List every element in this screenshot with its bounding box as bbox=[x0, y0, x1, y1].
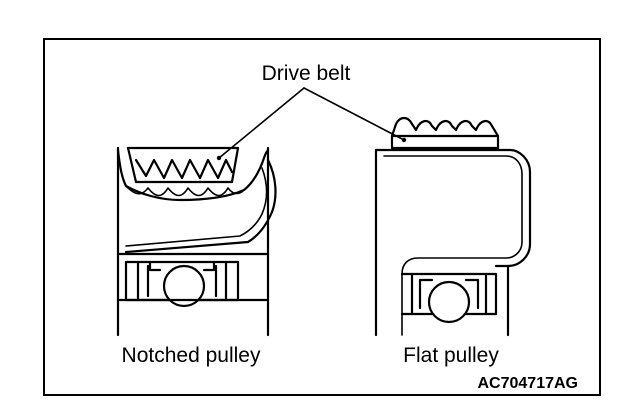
leader-dot-left bbox=[216, 155, 222, 161]
flat-bearing-race-left bbox=[410, 272, 434, 316]
notched-bearing-ball bbox=[162, 264, 206, 308]
notched-bearing-race-left bbox=[136, 260, 162, 302]
drive-belt-label: Drive belt bbox=[262, 62, 351, 85]
notched-pulley-rim bbox=[116, 148, 270, 202]
notched-pulley-grooves bbox=[125, 185, 245, 197]
drive-belt-leader-right bbox=[303, 87, 405, 141]
flat-bearing-ball bbox=[427, 280, 471, 324]
notched-pulley-web-inner bbox=[125, 167, 268, 247]
drive-belt-leader-left bbox=[218, 87, 305, 159]
flat-belt-body bbox=[390, 134, 500, 150]
flat-pulley-inner-contour bbox=[383, 155, 523, 336]
notched-pulley-label: Notched pulley bbox=[122, 344, 261, 367]
flat-pulley-drawing bbox=[374, 116, 532, 337]
flat-pulley-label: Flat pulley bbox=[403, 344, 499, 367]
notched-belt-body bbox=[126, 146, 240, 184]
flat-bearing-race-right bbox=[464, 272, 488, 316]
leader-dot-right bbox=[401, 137, 407, 143]
figure-code-label: AC704717AG bbox=[478, 375, 579, 392]
notched-belt-teeth bbox=[134, 158, 234, 180]
flat-belt-teeth bbox=[390, 116, 500, 138]
figure-frame bbox=[43, 38, 601, 396]
notched-pulley-web bbox=[124, 158, 277, 254]
notched-pulley-drawing bbox=[116, 146, 277, 337]
notched-bearing-race-right bbox=[202, 260, 228, 302]
flat-pulley-outline bbox=[374, 148, 532, 337]
